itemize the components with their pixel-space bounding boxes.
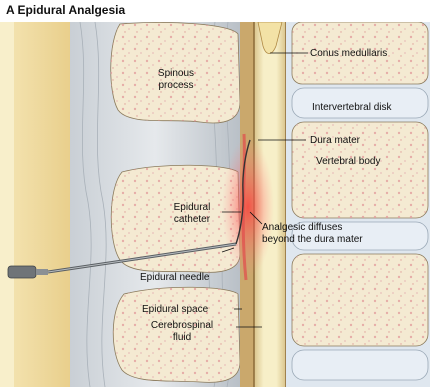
skin-surface [0, 22, 14, 387]
vertebral-bodies [292, 22, 428, 346]
figure-header: A Epidural Analgesia [0, 0, 430, 23]
label-intervertebral-disk: Intervertebral disk [312, 102, 392, 113]
label-conus-medullaris: Conus medullaris [310, 48, 387, 59]
label-spinous-process-line1: Spinous [158, 68, 194, 79]
label-epidural-catheter-line2: catheter [174, 214, 211, 225]
figure-title: A Epidural Analgesia [6, 3, 125, 17]
label-epidural-needle: Epidural needle [140, 272, 210, 283]
label-analgesic-line2: beyond the dura mater [262, 234, 363, 245]
spine-illustration: Conus medullaris Intervertebral disk Dur… [0, 22, 430, 387]
label-analgesic-line1: Analgesic diffuses [262, 222, 342, 233]
label-epidural-catheter-line1: Epidural [174, 202, 211, 213]
label-spinous-process-line2: process [158, 80, 193, 91]
label-csf-line2: fluid [173, 332, 191, 343]
label-vertebral-body: Vertebral body [316, 156, 381, 167]
label-csf-line1: Cerebrospinal [151, 320, 213, 331]
analgesic-spread [222, 137, 274, 277]
label-epidural-space: Epidural space [142, 304, 209, 315]
label-dura-mater: Dura mater [310, 135, 361, 146]
